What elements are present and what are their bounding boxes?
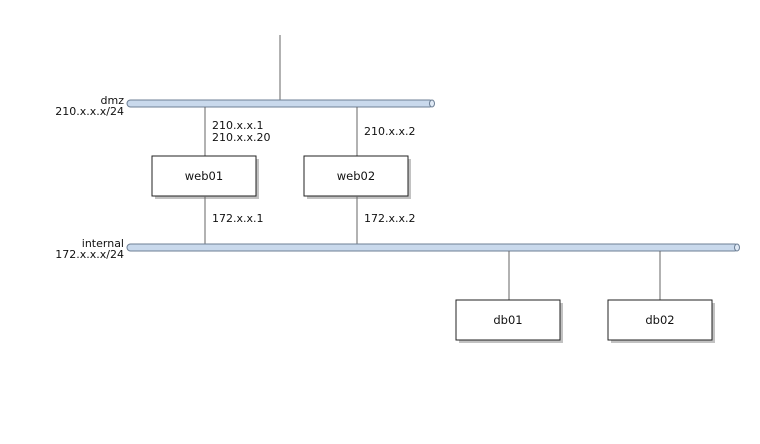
dmz-network-name: dmz bbox=[101, 94, 125, 107]
db01-node[interactable]: db01 bbox=[455, 299, 563, 343]
web01-dmz-ip-2: 210.x.x.20 bbox=[212, 131, 271, 144]
web02-label: web02 bbox=[337, 169, 375, 183]
internal-network-bus bbox=[126, 243, 740, 252]
db01-label: db01 bbox=[493, 313, 522, 327]
web01-label: web01 bbox=[185, 169, 223, 183]
web02-node[interactable]: web02 bbox=[303, 155, 411, 199]
internal-network-name: internal bbox=[82, 237, 124, 250]
web02-internal-ip: 172.x.x.2 bbox=[364, 212, 416, 225]
web01-internal-ip: 172.x.x.1 bbox=[212, 212, 264, 225]
web01-dmz-ip-1: 210.x.x.1 bbox=[212, 119, 264, 132]
db02-label: db02 bbox=[645, 313, 674, 327]
dmz-network-cidr: 210.x.x.x/24 bbox=[55, 105, 124, 118]
db02-node[interactable]: db02 bbox=[607, 299, 715, 343]
dmz-network-bus bbox=[126, 99, 435, 108]
web01-node[interactable]: web01 bbox=[151, 155, 259, 199]
internal-network-cidr: 172.x.x.x/24 bbox=[55, 248, 124, 261]
web02-dmz-ip: 210.x.x.2 bbox=[364, 125, 416, 138]
